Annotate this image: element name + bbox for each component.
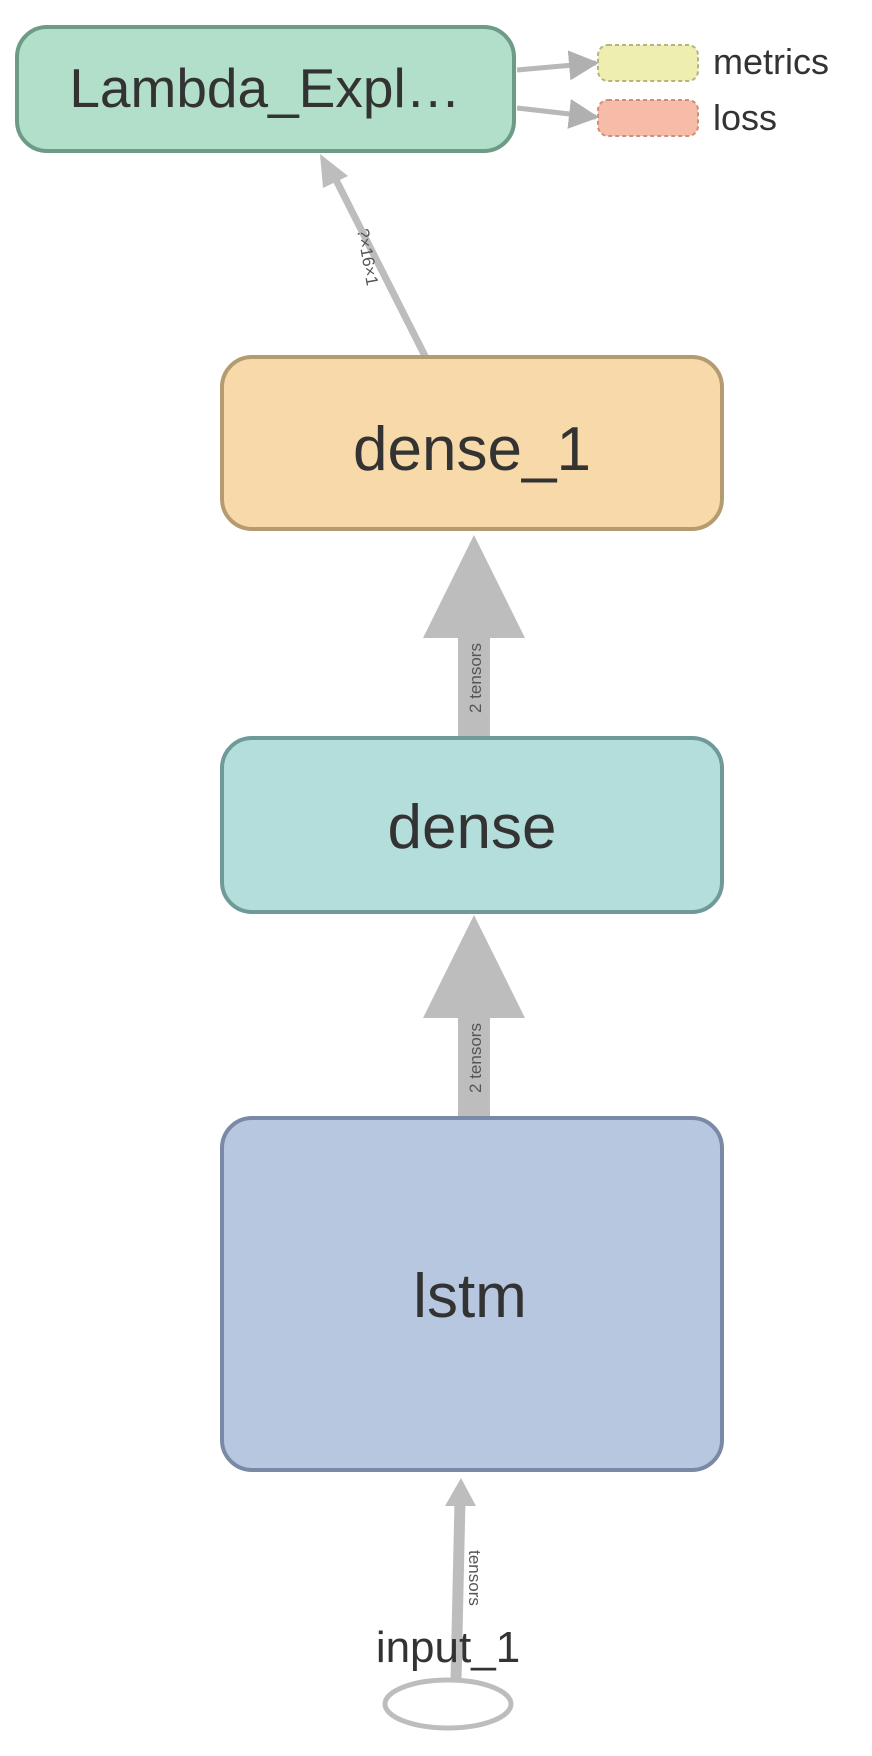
aux-loss[interactable]: loss <box>597 97 777 138</box>
node-dense-label: dense <box>388 793 557 862</box>
edge-label-lambda-input: ?×16×1 <box>353 227 382 287</box>
aux-metrics-label: metrics <box>713 41 829 82</box>
edge-lambda-input[interactable] <box>320 154 429 360</box>
node-dense-1[interactable]: dense_1 <box>220 355 724 531</box>
edge-label-lstm-input: tensors <box>465 1550 484 1606</box>
node-input-1-label: input_1 <box>376 1623 520 1672</box>
edge-input-to-lstm[interactable] <box>445 1478 476 1681</box>
node-lambda[interactable]: Lambda_Expl… <box>15 25 516 153</box>
node-input-1[interactable]: input_1 <box>376 1623 520 1731</box>
node-lstm-label: lstm <box>413 1262 527 1331</box>
edge-lstm-to-dense[interactable] <box>423 915 525 1118</box>
edge-label-dense-1-input: 2 tensors <box>466 643 485 713</box>
edge-to-loss[interactable] <box>516 99 599 129</box>
aux-metrics[interactable]: metrics <box>597 41 829 82</box>
node-dense-1-label: dense_1 <box>353 415 591 484</box>
node-lambda-label: Lambda_Expl… <box>69 57 460 119</box>
edge-to-metrics[interactable] <box>516 50 599 81</box>
edge-dense-to-dense-1[interactable] <box>423 535 525 738</box>
node-dense[interactable]: dense <box>220 736 724 914</box>
edge-label-dense-input: 2 tensors <box>466 1023 485 1093</box>
node-lstm[interactable]: lstm <box>220 1116 724 1472</box>
aux-loss-label: loss <box>713 97 777 138</box>
